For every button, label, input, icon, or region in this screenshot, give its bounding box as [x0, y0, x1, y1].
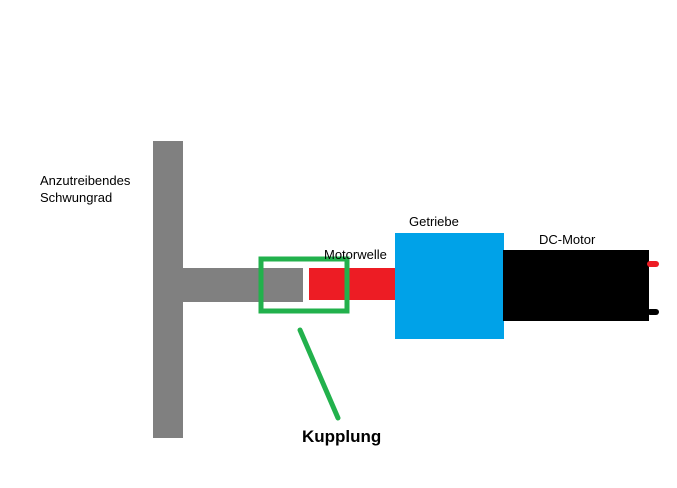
motor-shaft: [309, 268, 396, 300]
coupling-label: Kupplung: [302, 427, 382, 446]
flywheel-label: Anzutreibendes Schwungrad: [40, 172, 130, 206]
coupling-highlight-box: [258, 256, 350, 314]
terminal-positive: [647, 261, 659, 267]
flywheel-label-line2: Schwungrad: [40, 190, 113, 205]
dc-motor: [503, 250, 649, 321]
flywheel-label-line1: Anzutreibendes: [40, 173, 131, 188]
gearbox-label: Getriebe: [409, 214, 459, 229]
flywheel-shaft: [183, 268, 303, 302]
terminal-negative: [647, 309, 659, 315]
flywheel: [153, 141, 183, 438]
coupling-pointer-line: [297, 327, 341, 421]
motor-shaft-label: Motorwelle: [324, 247, 387, 262]
dc-motor-label: DC-Motor: [539, 232, 596, 247]
gearbox: [395, 233, 504, 339]
